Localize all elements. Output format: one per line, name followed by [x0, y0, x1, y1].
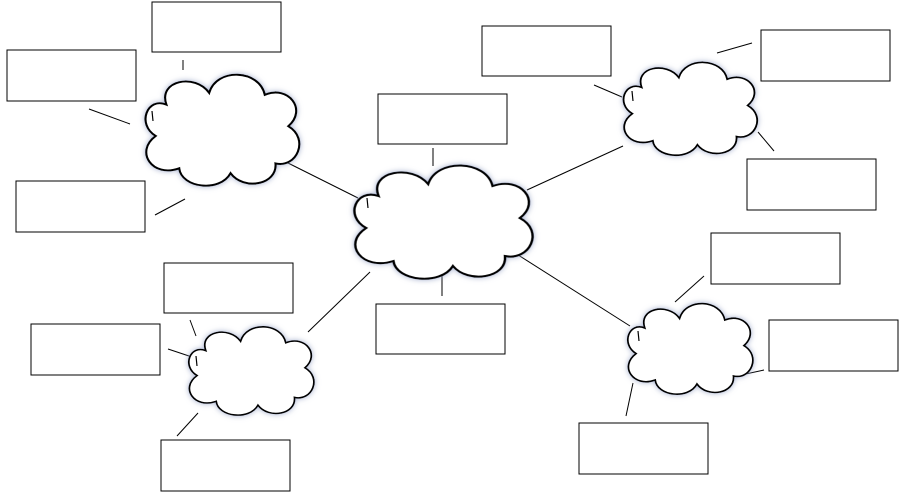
- connector-line: [674, 275, 705, 303]
- connector-line: [526, 145, 624, 191]
- connector-line: [285, 161, 359, 199]
- text-box[interactable]: [768, 319, 899, 372]
- text-box[interactable]: [710, 232, 841, 285]
- connector-lines: [88, 42, 775, 437]
- text-box[interactable]: [746, 158, 877, 211]
- connector-line: [88, 108, 131, 125]
- text-box[interactable]: [6, 49, 137, 102]
- connector-line: [167, 348, 193, 358]
- text-box[interactable]: [30, 323, 161, 376]
- cloud-central: [353, 164, 534, 280]
- connector-line: [154, 198, 186, 216]
- text-box[interactable]: [163, 262, 294, 314]
- text-box[interactable]: [15, 180, 146, 233]
- cloud-bottom-right: [626, 302, 754, 396]
- text-box[interactable]: [151, 1, 282, 53]
- connector-line: [625, 382, 634, 417]
- text-box[interactable]: [375, 303, 506, 355]
- cloud-bottom-left: [187, 325, 315, 417]
- text-box[interactable]: [481, 25, 612, 77]
- connector-line: [716, 42, 753, 54]
- connector-line: [189, 319, 197, 337]
- text-box[interactable]: [377, 93, 508, 145]
- text-box[interactable]: [578, 422, 709, 475]
- text-box[interactable]: [760, 29, 891, 82]
- cloud-top-left: [144, 73, 301, 187]
- cloud-top-right: [622, 61, 759, 157]
- text-box[interactable]: [160, 439, 291, 492]
- connector-line: [307, 271, 371, 333]
- connector-line: [514, 252, 631, 327]
- connector-line: [593, 84, 623, 98]
- connector-line: [176, 412, 199, 437]
- connector-line: [757, 131, 775, 152]
